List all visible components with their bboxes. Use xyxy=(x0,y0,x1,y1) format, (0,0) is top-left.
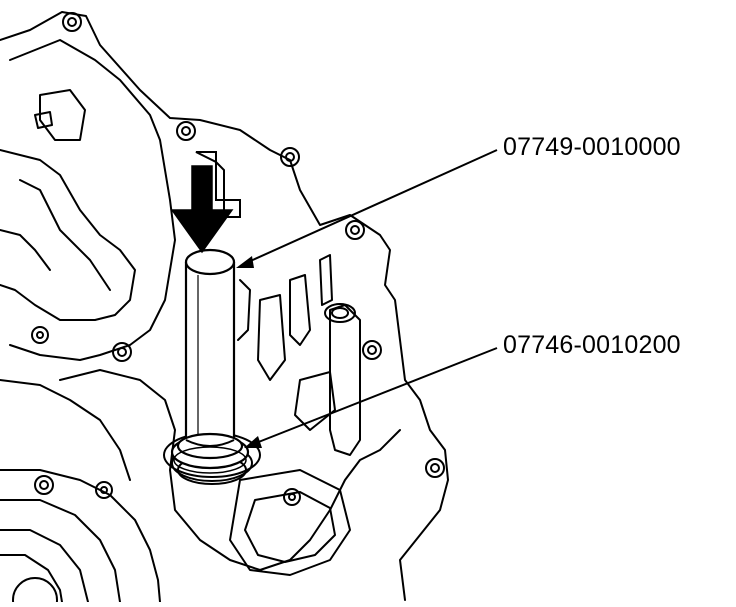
case-lower-web xyxy=(59,369,401,571)
bolt-boss xyxy=(34,475,54,495)
case-pocket-2 xyxy=(34,111,53,129)
driver-handle xyxy=(184,248,236,453)
bolt-boss xyxy=(425,458,445,478)
case-pocket xyxy=(39,89,86,141)
press-arrow-icon xyxy=(170,151,241,254)
callout-label-attachment: 07746-0010200 xyxy=(503,331,681,359)
case-lower-web-2 xyxy=(0,379,131,481)
shift-rod xyxy=(329,304,361,456)
case-rib xyxy=(19,179,111,291)
case-outline xyxy=(0,11,449,601)
case-pocket-3 xyxy=(229,469,351,576)
bolt-boss xyxy=(112,342,132,362)
bolt-boss xyxy=(280,147,300,167)
callout-label-driver-handle: 07749-0010000 xyxy=(503,133,681,161)
case-inner-edge-2 xyxy=(0,149,136,321)
attachment-ring xyxy=(170,432,250,474)
bolt-boss xyxy=(176,121,196,141)
bolt-boss xyxy=(62,12,82,32)
bolt-boss xyxy=(362,340,382,360)
bolt-boss xyxy=(283,488,301,506)
bolt-boss xyxy=(345,220,365,240)
case-rib-2 xyxy=(0,229,51,271)
bolt-boss xyxy=(31,326,49,344)
leader-line-tool-2 xyxy=(244,347,498,448)
case-inner-edge xyxy=(9,39,176,361)
leader-line-tool-1 xyxy=(236,149,498,268)
case-pocket-4 xyxy=(244,491,336,563)
bolt-boss xyxy=(95,481,113,499)
gear-housing xyxy=(0,469,161,603)
